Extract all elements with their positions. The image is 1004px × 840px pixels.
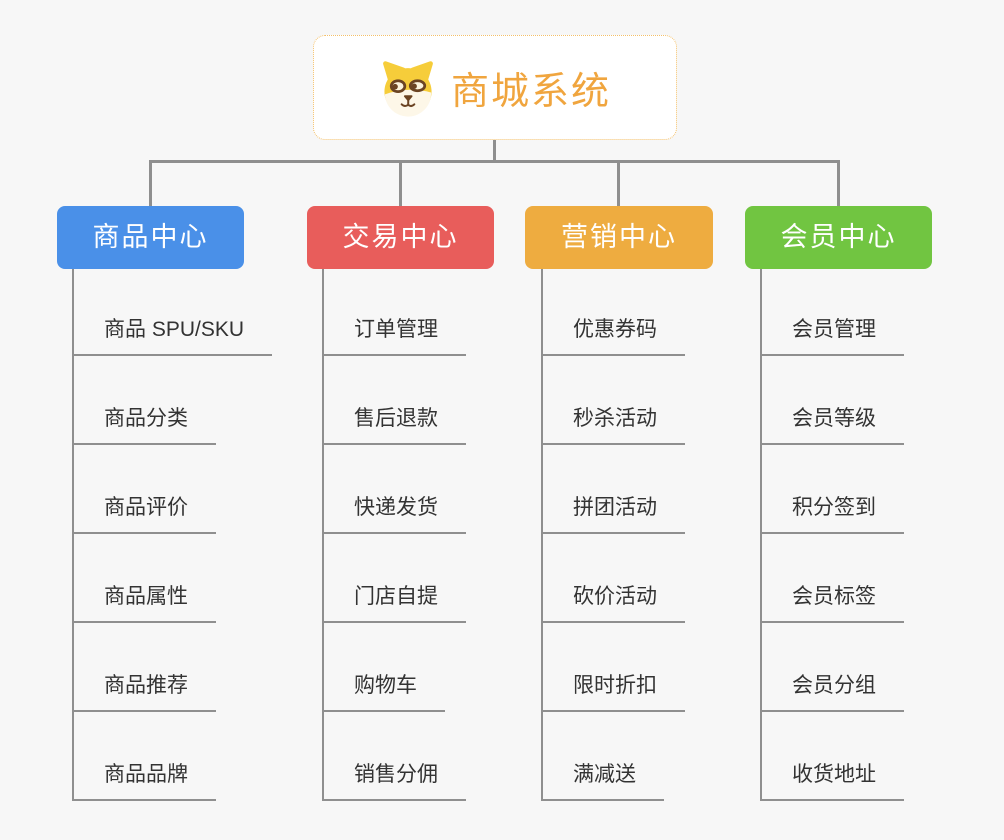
branch-node-member-center[interactable]: 会员中心 — [745, 206, 932, 269]
root-node-mall-system[interactable]: 商城系统 — [313, 35, 677, 140]
leaf-node-product-brand[interactable]: 商品品牌 — [72, 761, 216, 801]
branch-node-trade-center[interactable]: 交易中心 — [307, 206, 494, 269]
leaf-node-product-category[interactable]: 商品分类 — [72, 405, 216, 445]
leaf-node-order-management[interactable]: 订单管理 — [322, 316, 466, 356]
leaf-node-shopping-cart[interactable]: 购物车 — [322, 672, 445, 712]
connector-trunk-branch-2 — [322, 269, 324, 801]
shiba-dog-icon — [379, 59, 437, 117]
connector-drop-branch-4 — [837, 160, 840, 206]
leaf-node-sales-commission[interactable]: 销售分佣 — [322, 761, 466, 801]
connector-drop-branch-2 — [399, 160, 402, 206]
leaf-node-member-tag[interactable]: 会员标签 — [760, 583, 904, 623]
root-node-title: 商城系统 — [450, 71, 611, 113]
leaf-node-limited-discount[interactable]: 限时折扣 — [541, 672, 685, 712]
leaf-node-points-checkin[interactable]: 积分签到 — [760, 494, 904, 534]
branch-node-product-center[interactable]: 商品中心 — [57, 206, 244, 269]
leaf-node-coupon-code[interactable]: 优惠券码 — [541, 316, 685, 356]
leaf-node-express-delivery[interactable]: 快递发货 — [322, 494, 466, 534]
leaf-node-bargain[interactable]: 砍价活动 — [541, 583, 685, 623]
leaf-node-member-group[interactable]: 会员分组 — [760, 672, 904, 712]
leaf-node-product-review[interactable]: 商品评价 — [72, 494, 216, 534]
leaf-node-store-pickup[interactable]: 门店自提 — [322, 583, 466, 623]
connector-trunk-branch-3 — [541, 269, 543, 801]
connector-root-drop — [493, 140, 496, 162]
connector-rail — [149, 160, 840, 163]
leaf-node-full-reduction[interactable]: 满减送 — [541, 761, 664, 801]
leaf-node-product-recommend[interactable]: 商品推荐 — [72, 672, 216, 712]
branch-node-marketing-center[interactable]: 营销中心 — [525, 206, 713, 269]
leaf-node-flash-sale[interactable]: 秒杀活动 — [541, 405, 685, 445]
connector-drop-branch-1 — [149, 160, 152, 206]
connector-drop-branch-3 — [617, 160, 620, 206]
leaf-node-member-level[interactable]: 会员等级 — [760, 405, 904, 445]
leaf-node-aftersale-refund[interactable]: 售后退款 — [322, 405, 466, 445]
connector-trunk-branch-4 — [760, 269, 762, 801]
leaf-node-product-attribute[interactable]: 商品属性 — [72, 583, 216, 623]
leaf-node-product-spu-sku[interactable]: 商品 SPU/SKU — [72, 316, 273, 356]
leaf-node-group-buy[interactable]: 拼团活动 — [541, 494, 685, 534]
leaf-node-member-management[interactable]: 会员管理 — [760, 316, 904, 356]
connector-trunk-branch-1 — [72, 269, 74, 801]
leaf-node-shipping-address[interactable]: 收货地址 — [760, 761, 904, 801]
